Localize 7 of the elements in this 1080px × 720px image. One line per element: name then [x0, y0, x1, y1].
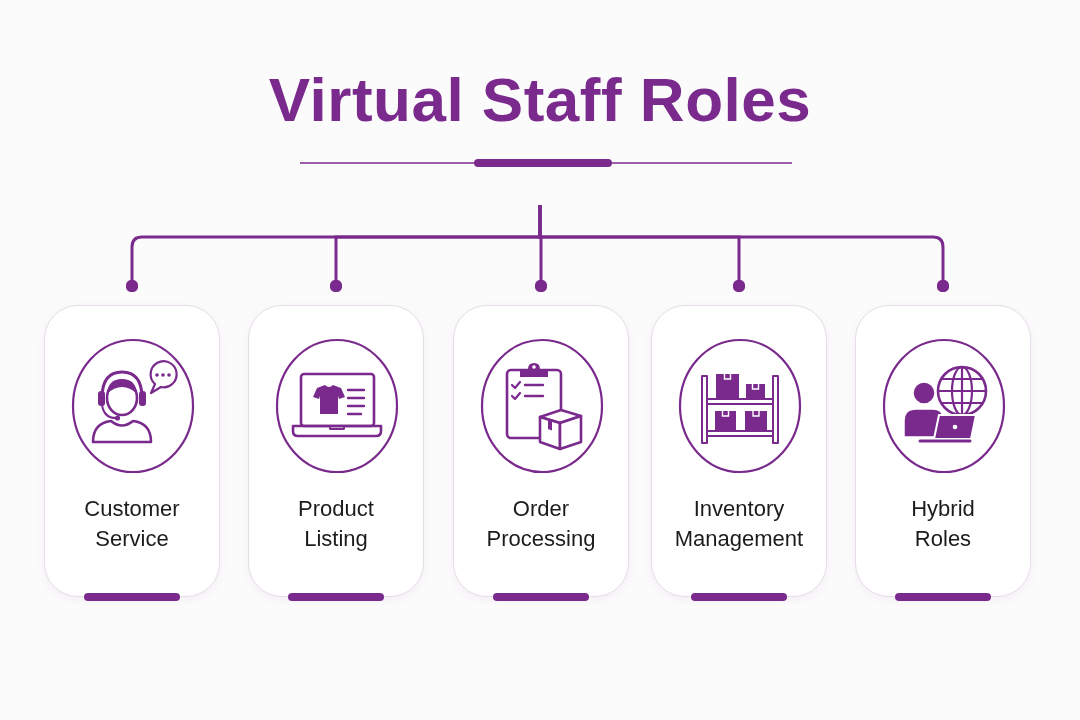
role-label: Product Listing — [298, 495, 374, 553]
diagram-title: Virtual Staff Roles — [268, 64, 812, 136]
role-label: Customer Service — [84, 495, 180, 553]
role-label: Inventory Management — [674, 495, 804, 553]
role-label: Order Processing — [486, 495, 596, 553]
connector-line — [538, 205, 950, 293]
role-label: Hybrid Roles — [911, 495, 975, 553]
